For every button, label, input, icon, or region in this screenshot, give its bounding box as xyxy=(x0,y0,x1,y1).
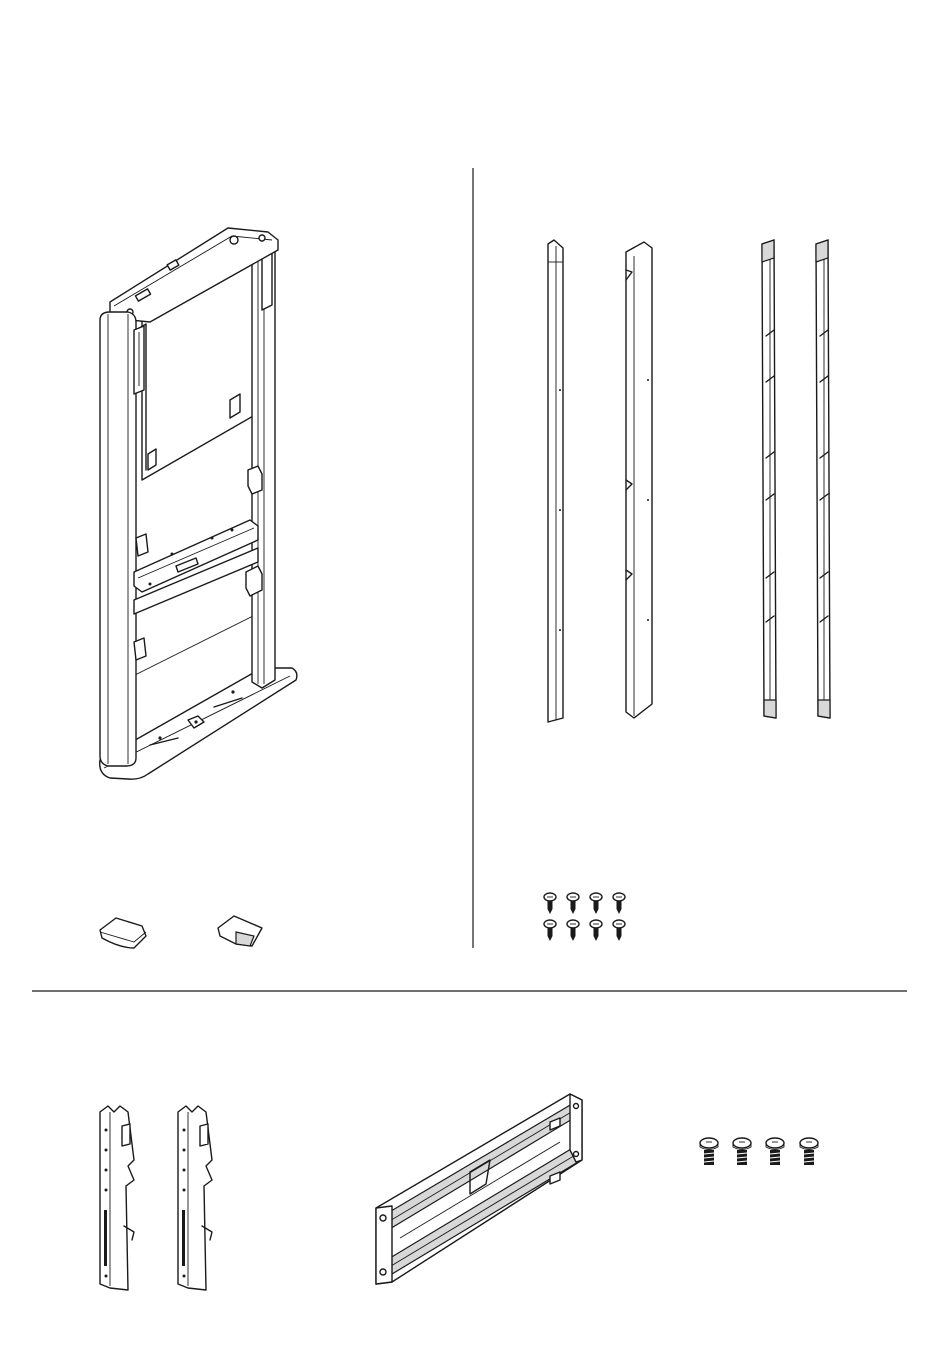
machine-bolt xyxy=(733,1138,751,1165)
tapping-screw xyxy=(544,920,556,941)
tapping-screw xyxy=(567,893,579,914)
vertical-mount-bracket xyxy=(178,1106,212,1290)
foot-cap-right xyxy=(218,916,262,946)
side-cover-channel xyxy=(548,240,563,722)
foot-cap-left xyxy=(100,918,146,948)
horizontal-mount-rail xyxy=(376,1094,582,1284)
machine-bolt xyxy=(766,1138,784,1165)
tapping-screw xyxy=(590,893,602,914)
tapping-screw xyxy=(613,893,625,914)
machine-bolt xyxy=(800,1138,818,1165)
vertical-mount-bracket xyxy=(100,1106,134,1290)
cable-cover-strip xyxy=(762,240,776,718)
machine-bolt-set xyxy=(700,1138,818,1165)
tapping-screw xyxy=(613,920,625,941)
tapping-screw xyxy=(544,893,556,914)
tapping-screw-set xyxy=(544,893,625,941)
tapping-screw xyxy=(567,920,579,941)
side-cover-channel xyxy=(626,242,652,718)
floor-stand-frame xyxy=(100,228,297,779)
machine-bolt xyxy=(700,1138,718,1165)
tapping-screw xyxy=(590,920,602,941)
cable-cover-strip xyxy=(816,240,830,718)
